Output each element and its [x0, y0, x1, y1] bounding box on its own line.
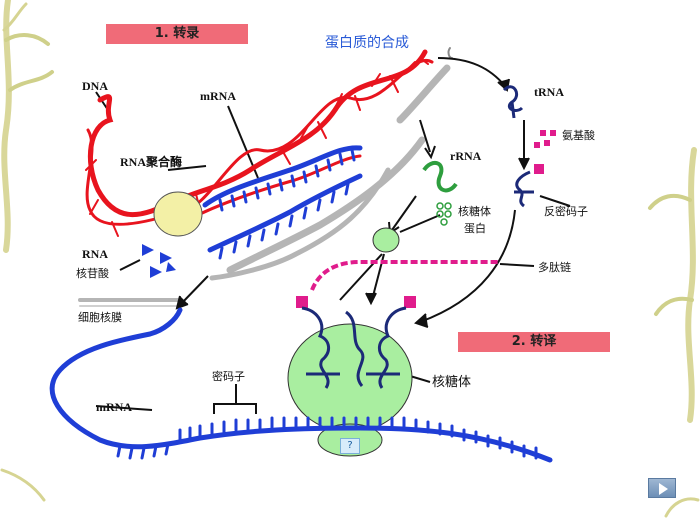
- codon-bracket: [213, 403, 257, 414]
- ribosome-trna-center: [344, 310, 365, 387]
- label-polypeptide: 多肽链: [538, 261, 571, 274]
- amino-acid-3: [544, 140, 550, 146]
- bamboo-leaf-left-1: [4, 33, 50, 46]
- mrna-strand-top: [202, 145, 363, 208]
- arrow-trna-down-head: [518, 157, 530, 171]
- nucleotide-2: [160, 252, 172, 264]
- mrna-strand-tail: [207, 173, 363, 253]
- mrna-teeth: [218, 148, 356, 260]
- trna-top: [502, 85, 524, 119]
- amino-acid-1: [540, 130, 546, 136]
- nucleotide-4: [166, 262, 176, 272]
- ribosome-trna-left: [301, 306, 340, 389]
- cytoplasm-membranes: [78, 47, 453, 307]
- arrow-trna-to-ribosome-head: [414, 313, 429, 328]
- label-rna: RNA: [82, 247, 108, 261]
- banner-translation: 2. 转译: [458, 332, 610, 352]
- protein-dot-4: [444, 210, 452, 218]
- arrow-to-trna: [437, 57, 506, 87]
- dna-helix: [85, 49, 434, 237]
- small-hook: [447, 47, 453, 59]
- arrow-rrna-head: [424, 145, 436, 160]
- dna-strand-b: [85, 58, 434, 226]
- dna-rungs: [85, 57, 429, 237]
- polypeptide-backbone: [310, 259, 500, 291]
- bamboo-leaf-right-2: [654, 296, 694, 316]
- nucleotide-3: [150, 266, 162, 278]
- small-ribosome-subunit: [372, 227, 400, 253]
- label-anticodon: 反密码子: [544, 205, 588, 218]
- mrna-codon-teeth: [116, 416, 538, 460]
- bamboo-leaf-left-2: [8, 70, 54, 92]
- label-mrna-top: mRNA: [200, 89, 236, 103]
- ribosome-trna-right: [366, 306, 407, 389]
- arrow-trna-to-ribosome: [419, 209, 516, 323]
- leader-anticodon: [539, 195, 571, 207]
- amino-acids: [534, 130, 556, 148]
- mrna-translation: [49, 307, 553, 463]
- protein-dot-2: [444, 202, 452, 210]
- bamboo-leaf-right-1: [648, 193, 692, 210]
- label-trna: tRNA: [534, 85, 564, 99]
- mrna-transcription: [198, 145, 363, 260]
- bamboo-leaf-bottom-right: [664, 497, 700, 518]
- charged-amino-acid: [534, 164, 544, 174]
- trnas-in-ribosome: [301, 306, 407, 389]
- protein-dot-1: [436, 202, 444, 210]
- arrow-rrna: [419, 119, 431, 153]
- diagram-title: 蛋白质的合成: [325, 35, 409, 51]
- bamboo-leaf-bottom-left: [0, 468, 46, 502]
- free-nucleotides: [142, 244, 176, 278]
- leader-poly: [167, 165, 207, 171]
- arrow-rrna-down: [391, 195, 417, 231]
- er-tube-1: [396, 64, 451, 124]
- question-mark-box: ?: [340, 438, 360, 454]
- rna-polymerase: [153, 191, 203, 237]
- arrow-mrna-exit: [179, 275, 209, 306]
- bamboo-leaf-left-3: [2, 2, 28, 32]
- label-rrna: rRNA: [450, 149, 482, 163]
- er-tube-2: [226, 136, 426, 274]
- protein-dot-3: [436, 210, 444, 218]
- arrow-subunit-right-head: [365, 292, 377, 306]
- label-nucleotide: 核苷酸: [76, 267, 109, 280]
- arrow-mrna-exit-head: [175, 295, 189, 310]
- label-rna-polymerase: RNA聚合酶: [120, 155, 182, 169]
- rrna-strand: [422, 160, 458, 193]
- polypeptide-chain: [296, 259, 500, 308]
- amino-acid-2: [550, 130, 556, 136]
- protein-dot-5: [440, 218, 448, 226]
- label-nuclear-membrane: 细胞核膜: [78, 311, 122, 324]
- charged-trna: [514, 164, 544, 208]
- arrow-protein-down: [399, 214, 441, 233]
- leader-mrna-bottom: [95, 405, 153, 411]
- label-amino-acid: 氨基酸: [562, 129, 595, 142]
- leader-rna: [119, 259, 141, 271]
- leader-polypeptide: [499, 263, 535, 267]
- bamboo-stalk-right: [685, 147, 697, 423]
- banner-transcription: 1. 转录: [106, 24, 248, 44]
- ribosome-body: [287, 323, 413, 433]
- nucleotide-1: [142, 244, 154, 256]
- next-slide-button[interactable]: [648, 478, 676, 498]
- label-ribosomal-protein-1: 核糖体: [458, 205, 491, 218]
- play-icon: [659, 483, 668, 495]
- polypeptide-end: [296, 296, 308, 308]
- er-tube-3: [209, 167, 391, 281]
- label-ribosomal-protein-2: 蛋白: [464, 222, 486, 235]
- charged-trna-body: [514, 170, 534, 208]
- peptide-tRNA-right: [404, 296, 416, 308]
- leader-ribosome: [409, 375, 431, 383]
- amino-acid-4: [534, 142, 540, 148]
- label-dna: DNA: [82, 79, 108, 93]
- label-codon: 密码子: [212, 370, 245, 383]
- ribosomal-protein-dots: [436, 202, 452, 226]
- label-ribosome: 核糖体: [432, 375, 472, 390]
- bamboo-stalk-left: [1, 0, 12, 253]
- label-mrna-bottom: mRNA: [96, 400, 132, 414]
